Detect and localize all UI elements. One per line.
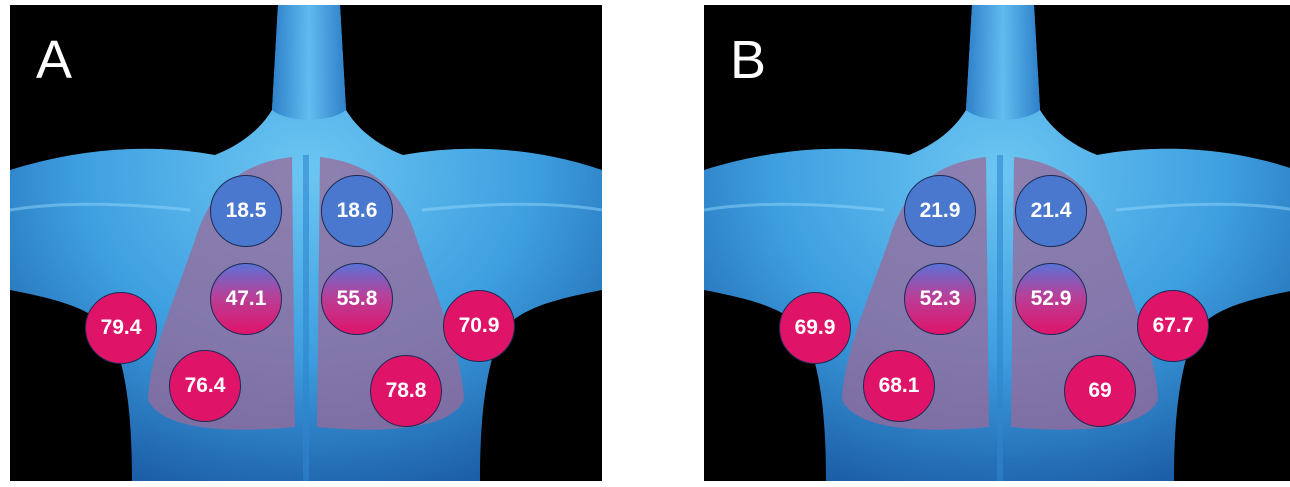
body-back-illustration (10, 5, 602, 481)
panel-b: B 21.9 21.4 52.3 52.9 69.9 67.7 68.1 69 (704, 5, 1290, 481)
body-back-illustration (704, 5, 1290, 481)
value-marker: 79.4 (85, 292, 157, 364)
value-marker: 18.6 (321, 175, 393, 247)
value-marker: 18.5 (210, 175, 282, 247)
value-marker: 69.9 (779, 292, 851, 364)
value-marker: 47.1 (210, 263, 282, 335)
value-marker: 67.7 (1137, 290, 1209, 362)
value-marker: 68.1 (863, 350, 935, 422)
value-marker: 21.9 (904, 175, 976, 247)
value-marker: 52.3 (904, 263, 976, 335)
value-marker: 76.4 (169, 350, 241, 422)
panel-label: B (730, 33, 766, 87)
panel-a: A 18.5 18.6 47.1 55.8 79.4 70.9 76.4 78.… (10, 5, 602, 481)
value-marker: 55.8 (321, 263, 393, 335)
value-marker: 70.9 (443, 290, 515, 362)
value-marker: 21.4 (1015, 175, 1087, 247)
value-marker: 52.9 (1015, 263, 1087, 335)
value-marker: 78.8 (370, 355, 442, 427)
panel-label: A (36, 33, 72, 87)
value-marker: 69 (1064, 355, 1136, 427)
